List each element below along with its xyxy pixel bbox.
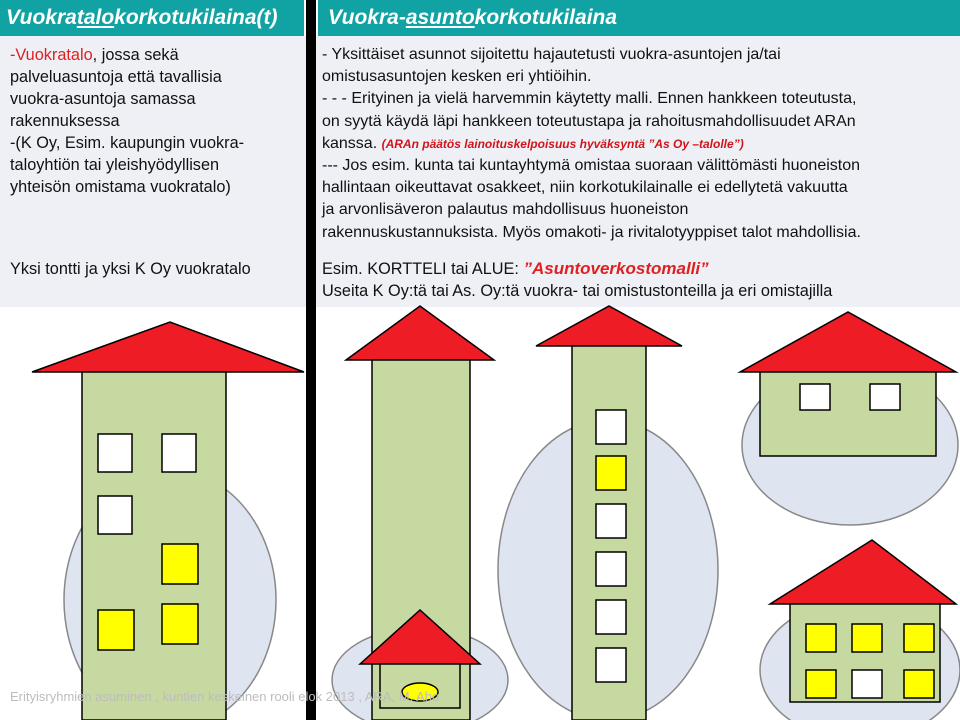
left-description: -Vuokratalo, jossa sekä palveluasuntoja … xyxy=(10,46,245,196)
left-apartment-building xyxy=(31,321,305,720)
header-left-title: Vuokratalokorkotukilaina(t) xyxy=(0,0,304,36)
network-model-label: ”Asuntoverkostomalli” xyxy=(523,259,709,278)
detached-house-top xyxy=(737,311,959,457)
detached-house-bottom xyxy=(767,539,959,703)
left-summary: Yksi tontti ja yksi K Oy vuokratalo xyxy=(10,260,251,278)
right-summary: Esim. KORTTELI tai ALUE: ”Asuntoverkosto… xyxy=(322,259,833,300)
column-divider xyxy=(306,0,316,720)
ara-note: (ARAn päätös lainoituskelpoisuus hyväksy… xyxy=(381,136,744,151)
right-text-panel xyxy=(316,36,960,307)
slide-footer: Erityisryhmien asuminen , kuntien keskei… xyxy=(10,689,440,704)
right-description: - Yksittäiset asunnot sijoitettu hajaute… xyxy=(322,46,861,241)
left-text-panel xyxy=(0,36,306,307)
header-right-title: Vuokra-asuntokorkotukilaina xyxy=(318,0,960,36)
small-house xyxy=(358,608,482,709)
right-apartment-tower xyxy=(535,305,683,720)
